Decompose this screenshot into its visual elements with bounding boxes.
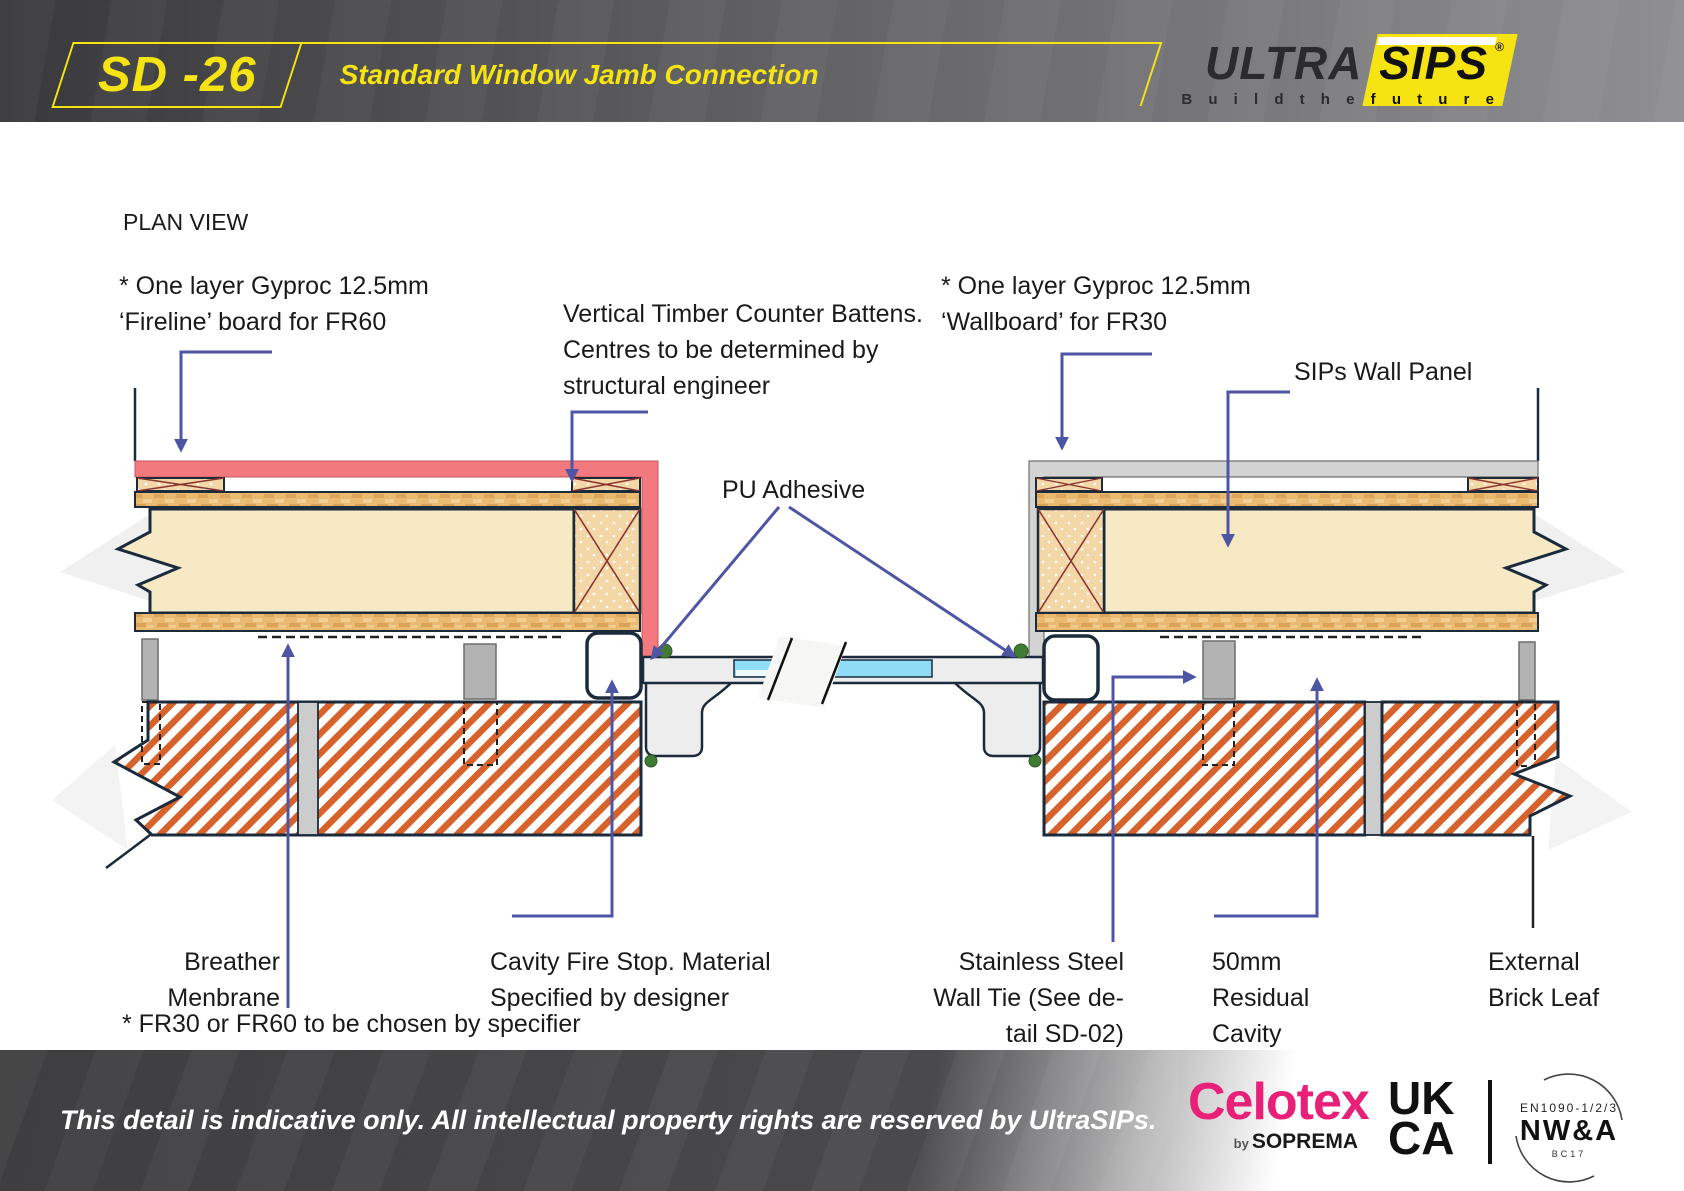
logo-tagline: B u i l d t h e f u t u r e [1181,91,1500,108]
header-band: SD -26 Standard Window Jamb Connection U… [0,0,1684,122]
leader-residual-cavity [1214,677,1324,918]
leader-wall-tie [1111,670,1197,942]
ultrasips-logo: ULTRA SIPS ® B u i l d t h e f u t u r e [1181,34,1518,108]
annotation-pu-adhesive: PU Adhesive [722,476,866,504]
leader-wallboard [1055,352,1152,451]
celotex-by: by [1233,1136,1249,1151]
right-wall-assembly [1028,388,1574,837]
nwa-bc-text: BC17 [1552,1149,1587,1159]
annotation-breather: Breather Menbrane [167,948,280,1012]
annotation-sips-panel: SIPs Wall Panel [1294,358,1473,386]
plan-view-label: PLAN VIEW [123,209,249,235]
sheet-title-band: Standard Window Jamb Connection [277,42,1163,106]
leader-cavity-stop [512,679,619,918]
sheet-title: Standard Window Jamb Connection [339,59,819,90]
footer-band: This detail is indicative only. All inte… [0,1050,1684,1191]
nwa-certification-badge: EN1090-1/2/3 NW&A BC17 [1506,1072,1632,1189]
celotex-wordmark: Celotex [1188,1073,1370,1131]
leader-pu-right [788,505,1017,658]
nwa-wordmark: NW&A [1520,1115,1618,1147]
annotation-wallboard: * One layer Gyproc 12.5mm ‘Wallboard’ fo… [941,272,1251,336]
leader-pu-left [650,506,781,661]
sheet-code: SD -26 [97,48,257,102]
annotation-wall-tie: Stainless Steel Wall Tie (See de- tail S… [933,948,1124,1048]
nwa-standard-text: EN1090-1/2/3 [1520,1101,1618,1115]
leader-lines [174,350,1324,1008]
logo-word-sips: SIPS [1379,37,1488,89]
leader-sips-panel [1221,390,1290,548]
footer-texture [0,1050,1179,1191]
ukca-logo: UK CA [1388,1072,1455,1164]
leader-battens [565,410,648,483]
left-wall-assembly [105,388,659,869]
registered-mark: ® [1495,40,1504,54]
annotation-residual-cavity: 50mm Residual Cavity [1212,948,1310,1048]
logo-word-ultra: ULTRA [1205,37,1363,89]
sheet-code-badge: SD -26 [51,42,303,108]
annotation-brick-leaf: External Brick Leaf [1488,948,1600,1012]
annotation-cavity-stop: Cavity Fire Stop. Material Specified by … [490,948,771,1012]
plan-detail-drawing [52,350,1632,1008]
annotation-fr-note: * FR30 or FR60 to be chosen by specifier [122,1010,581,1038]
window-frame [641,636,1045,768]
annotation-battens: Vertical Timber Counter Battens. Centres… [563,300,923,400]
soprema-wordmark: SOPREMA [1251,1130,1358,1153]
ukca-divider [1488,1080,1492,1164]
footer-disclaimer: This detail is indicative only. All inte… [60,1105,1157,1135]
leader-fireline [174,350,272,453]
annotation-fireline: * One layer Gyproc 12.5mm ‘Fireline’ boa… [119,272,429,336]
